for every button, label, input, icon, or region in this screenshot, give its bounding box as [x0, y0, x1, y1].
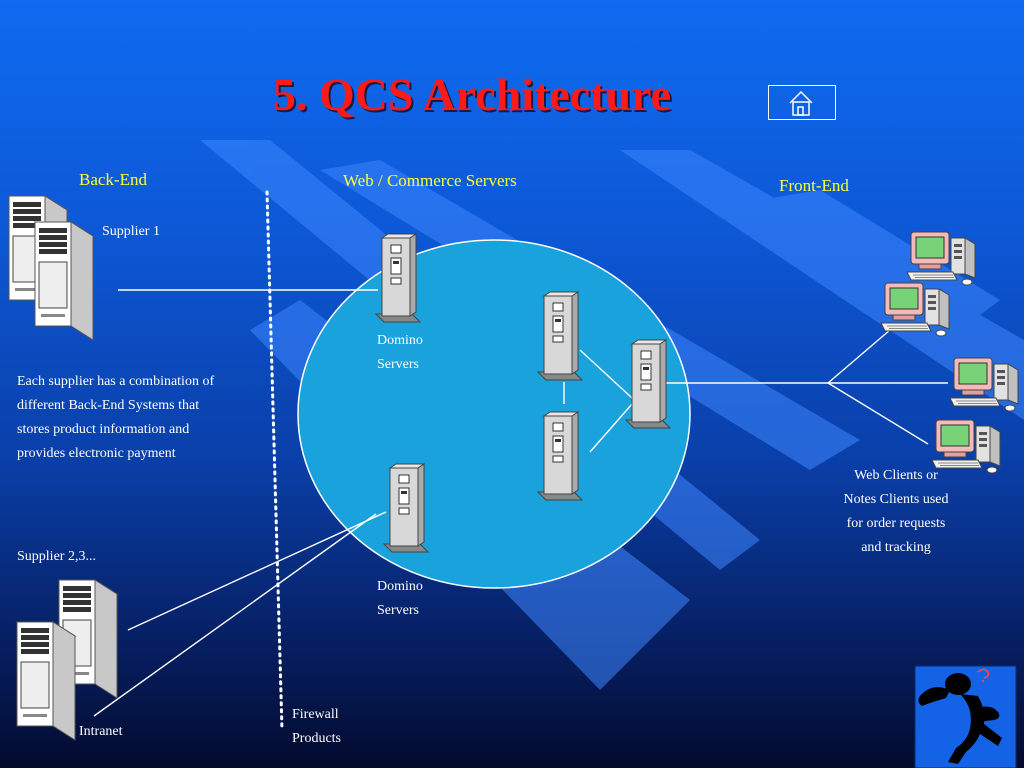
domino-label-line: Domino [377, 579, 423, 594]
clients-description-line: for order requests [846, 516, 946, 531]
thinking-figure-icon [914, 665, 1017, 768]
clients-description-line: and tracking [861, 540, 931, 555]
clients-description-line: Notes Clients used [843, 492, 949, 507]
supplier23-server-front [16, 621, 76, 741]
firewall-line [265, 190, 284, 732]
supplier-description-line: stores product information and [17, 422, 190, 437]
supplier-description-line: different Back-End Systems that [17, 398, 200, 413]
domino-label-line: Servers [377, 357, 419, 372]
commerce-server-2 [537, 411, 583, 501]
domino-server-top [375, 233, 421, 323]
home-button[interactable] [768, 85, 836, 120]
firewall-label: Firewall Products [292, 703, 341, 751]
supplier-description: Each supplier has a combination of diffe… [17, 370, 214, 466]
client-workstation-1 [906, 231, 976, 286]
supplier-description-line: provides electronic payment [17, 446, 176, 461]
back-end-header: Back-End [79, 170, 147, 189]
clients-description-line: Web Clients or [854, 468, 938, 483]
firewall-label-line: Firewall [292, 707, 339, 722]
supplier1-label: Supplier 1 [102, 224, 160, 239]
commerce-server-1 [537, 291, 583, 381]
domino-label-line: Servers [377, 603, 419, 618]
domino-server-bottom [383, 463, 429, 553]
firewall-label-line: Products [292, 731, 341, 746]
front-end-header: Front-End [779, 176, 849, 195]
domino-label-line: Domino [377, 333, 423, 348]
domino-servers-top-label: Domino Servers [377, 329, 423, 377]
supplier23-label: Supplier 2,3... [17, 549, 96, 564]
intranet-label: Intranet [79, 724, 123, 739]
connection-lines [93, 289, 948, 717]
slide-title: 5. QCS Architecture [272, 69, 672, 120]
home-icon [789, 90, 813, 116]
web-commerce-circle [297, 239, 691, 589]
commerce-hub-server [625, 339, 671, 429]
domino-servers-bottom-label: Domino Servers [377, 575, 423, 623]
clients-description: Web Clients or Notes Clients used for or… [826, 464, 966, 560]
supplier1-server-front [34, 221, 94, 341]
supplier-description-line: Each supplier has a combination of [17, 374, 215, 389]
web-commerce-header: Web / Commerce Servers [343, 171, 517, 190]
